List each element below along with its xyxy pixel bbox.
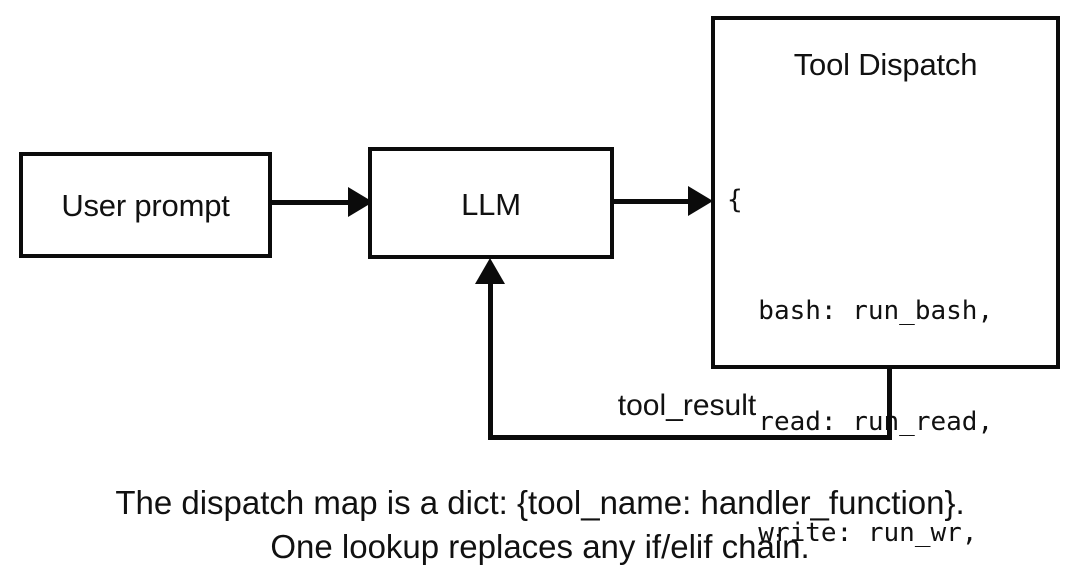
arrow-up-icon: [475, 258, 505, 284]
edge-llm-to-tool-dispatch-line: [614, 199, 688, 204]
edge-user-prompt-to-llm-line: [272, 200, 352, 205]
code-line: bash: run_bash,: [727, 296, 994, 326]
edge-tool-result-segment-left: [488, 281, 493, 437]
node-user-prompt-label: User prompt: [61, 188, 230, 223]
caption: The dispatch map is a dict: {tool_name: …: [0, 481, 1080, 569]
edge-tool-result-segment-right: [887, 368, 892, 440]
tool-dispatch-code-block: { bash: run_bash, read: run_read, write:…: [727, 108, 993, 581]
node-tool-dispatch-title: Tool Dispatch: [793, 47, 978, 82]
code-line: read: run_read,: [727, 407, 994, 437]
node-user-prompt: User prompt: [19, 152, 272, 258]
edge-tool-result-segment-bottom: [488, 435, 892, 440]
node-llm-label: LLM: [461, 187, 521, 222]
edge-label-tool-result: tool_result: [617, 389, 757, 422]
node-tool-dispatch: Tool Dispatch { bash: run_bash, read: ru…: [711, 16, 1060, 548]
code-line: write: run_wr,: [727, 518, 978, 548]
node-llm: LLM: [368, 147, 614, 259]
arrow-right-icon: [688, 186, 713, 216]
caption-line-2: One lookup replaces any if/elif chain.: [270, 528, 810, 565]
caption-line-1: The dispatch map is a dict: {tool_name: …: [115, 484, 965, 521]
code-line: {: [727, 185, 743, 215]
